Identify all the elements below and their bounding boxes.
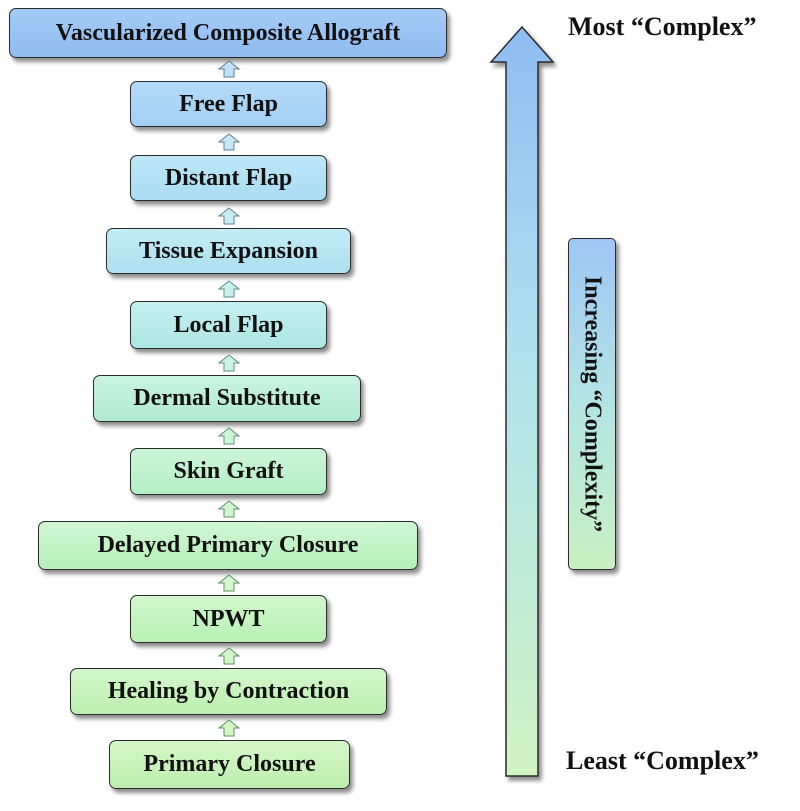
rung-dermal-substitute: Dermal Substitute: [93, 375, 361, 422]
rung-local-flap: Local Flap: [130, 301, 327, 349]
rung-delayed-primary-closure: Delayed Primary Closure: [38, 521, 418, 570]
up-arrow-icon: [217, 647, 241, 665]
up-arrow-icon: [217, 280, 241, 298]
rung-primary-closure: Primary Closure: [109, 740, 350, 789]
increasing-complexity-label: Increasing “Complexity”: [579, 275, 606, 533]
complexity-arrow-icon: [489, 25, 555, 777]
most-complex-label: Most “Complex”: [568, 12, 757, 41]
up-arrow-icon: [217, 500, 241, 518]
rung-skin-graft: Skin Graft: [130, 448, 327, 495]
rung-free-flap: Free Flap: [130, 81, 327, 127]
increasing-complexity-box: Increasing “Complexity”: [568, 238, 616, 570]
up-arrow-icon: [217, 354, 241, 372]
up-arrow-icon: [217, 133, 241, 151]
least-complex-label: Least “Complex”: [566, 746, 759, 775]
rung-vascularized-composite-allograft: Vascularized Composite Allograft: [9, 8, 447, 58]
up-arrow-icon: [217, 60, 241, 78]
up-arrow-icon: [217, 427, 241, 445]
rung-tissue-expansion: Tissue Expansion: [106, 228, 351, 274]
rung-healing-by-contraction: Healing by Contraction: [70, 668, 387, 715]
up-arrow-icon: [217, 574, 241, 592]
up-arrow-icon: [217, 719, 241, 737]
up-arrow-icon: [217, 207, 241, 225]
rung-npwt: NPWT: [130, 595, 327, 643]
rung-distant-flap: Distant Flap: [130, 155, 327, 201]
